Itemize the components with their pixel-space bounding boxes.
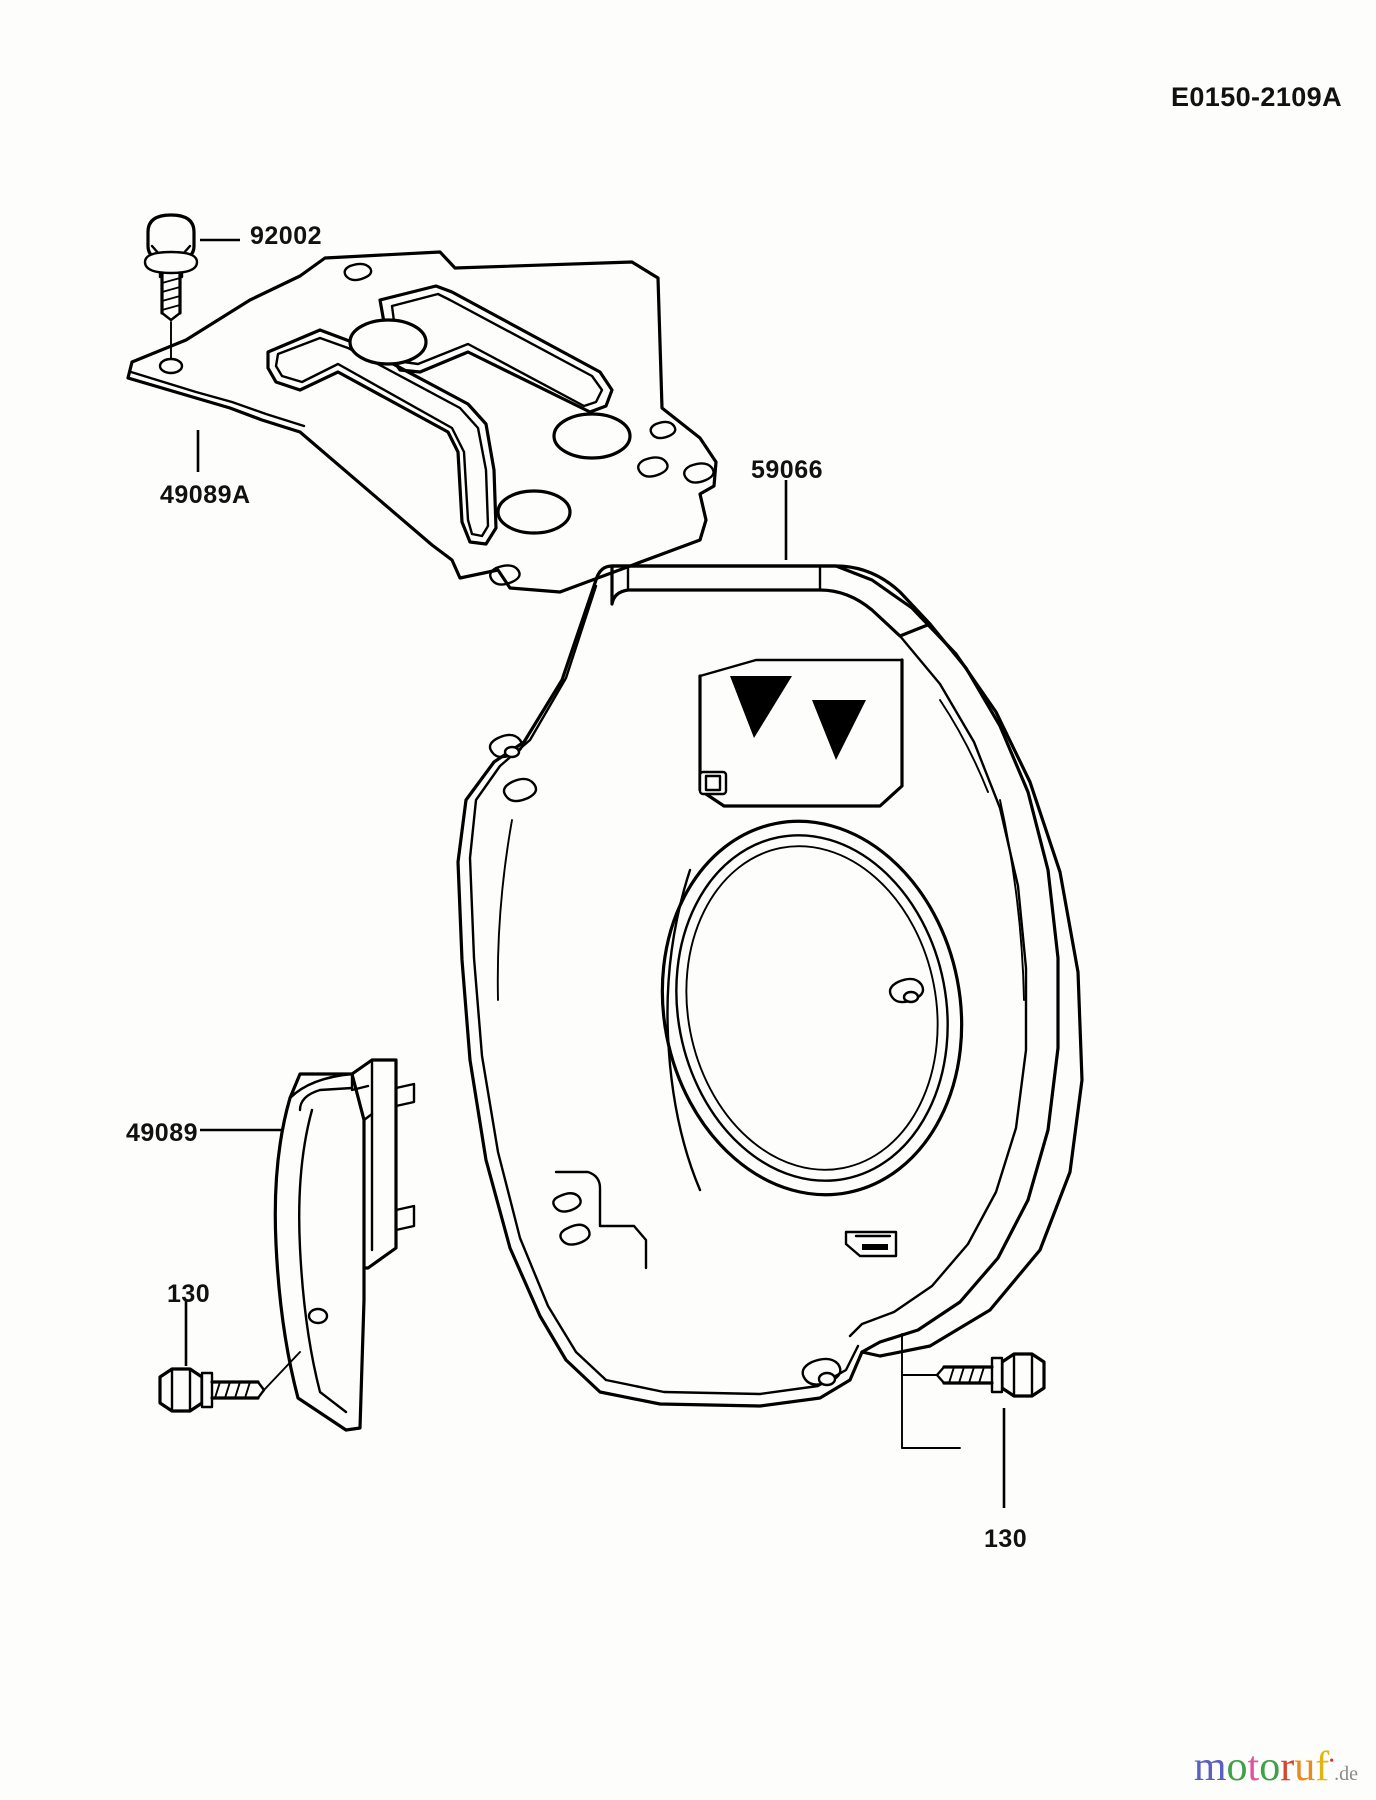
part-49089-baffle bbox=[273, 1058, 416, 1432]
part-92002-bolt bbox=[143, 213, 199, 363]
callout-130-right: 130 bbox=[984, 1525, 1028, 1553]
page-title: E0150-2109A bbox=[1170, 82, 1342, 112]
callout-49089A: 49089A bbox=[160, 481, 251, 509]
watermark-letter: t bbox=[1247, 1744, 1260, 1790]
watermark-letter: o bbox=[1226, 1744, 1248, 1790]
watermark-letter: u bbox=[1294, 1744, 1316, 1790]
part-49089A-baffle-plate bbox=[126, 250, 718, 594]
watermark-letter: r bbox=[1280, 1744, 1295, 1790]
callout-130-left: 130 bbox=[167, 1280, 211, 1308]
watermark-letter: o bbox=[1259, 1744, 1281, 1790]
part-130-bolt-left bbox=[158, 1351, 301, 1413]
callout-92002: 92002 bbox=[250, 222, 323, 250]
watermark-trademark-dot: • bbox=[1329, 1754, 1335, 1769]
watermark-letter: f bbox=[1315, 1744, 1330, 1790]
callout-49089: 49089 bbox=[126, 1119, 199, 1147]
watermark-suffix: .de bbox=[1334, 1763, 1358, 1785]
part-59066-fan-cover bbox=[456, 564, 1084, 1408]
callout-59066: 59066 bbox=[751, 456, 824, 484]
motoruf-watermark: motoruf•.de bbox=[1194, 1746, 1358, 1788]
watermark-wordmark: motoruf bbox=[1194, 1744, 1329, 1790]
watermark-letter: m bbox=[1193, 1744, 1227, 1790]
part-130-bolt-right bbox=[901, 1333, 1046, 1449]
